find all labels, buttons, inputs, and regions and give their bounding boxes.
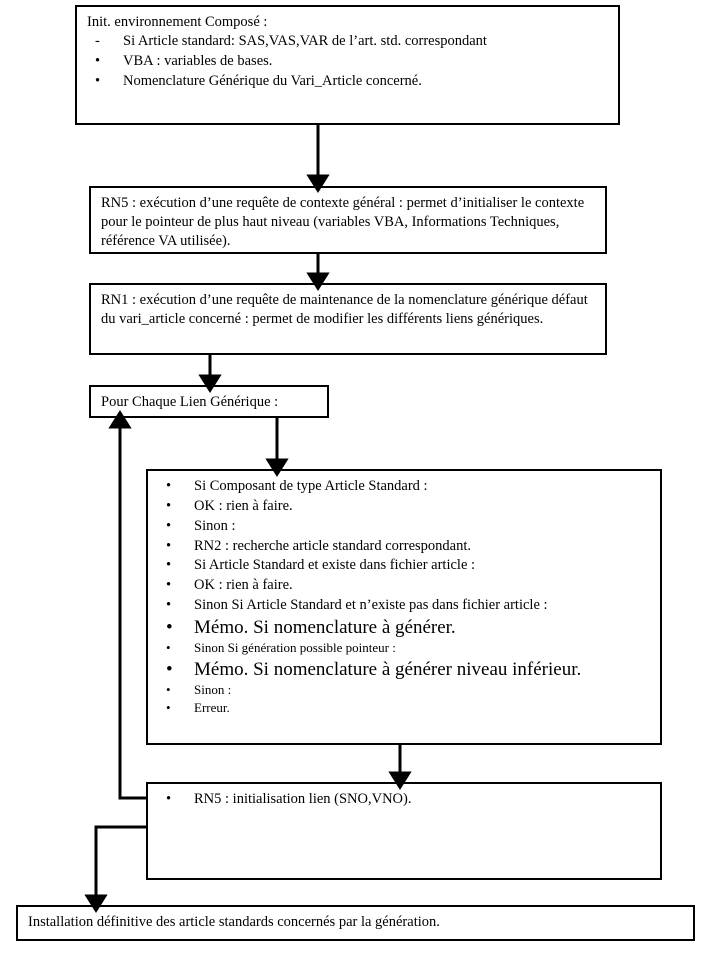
list-item: • Sinon : bbox=[158, 517, 650, 536]
list-item-label: Sinon : bbox=[194, 517, 236, 534]
list-item-label: Erreur. bbox=[194, 700, 230, 716]
node-installation-definitive[interactable]: Installation définitive des article stan… bbox=[16, 905, 695, 941]
bullet-marker-icon: • bbox=[95, 52, 101, 69]
bullet-marker-icon: • bbox=[166, 658, 173, 680]
list-item-label: Sinon Si Article Standard et n’existe pa… bbox=[194, 597, 548, 614]
node-init-environnement[interactable]: Init. environnement Composé : - Si Artic… bbox=[75, 5, 620, 125]
list-item-label: VBA : variables de bases. bbox=[123, 52, 273, 69]
bullet-marker-icon: • bbox=[166, 597, 172, 614]
list-item: • Erreur. bbox=[158, 700, 650, 717]
list-item-label: Sinon : bbox=[194, 682, 232, 698]
list-item-label: OK : rien à faire. bbox=[194, 497, 293, 514]
rn1-maintenance-text: RN1 : exécution d’une requête de mainten… bbox=[101, 292, 588, 328]
list-item-label: OK : rien à faire. bbox=[194, 577, 293, 594]
node-rn5-contexte-general[interactable]: RN5 : exécution d’une requête de context… bbox=[89, 186, 607, 254]
dash-marker-icon: - bbox=[95, 33, 100, 50]
list-item: • Mémo. Si nomenclature à générer. bbox=[158, 616, 650, 639]
list-item-label: RN2 : recherche article standard corresp… bbox=[194, 537, 471, 554]
list-item: • Sinon Si Article Standard et n’existe … bbox=[158, 596, 650, 615]
init-heading: Init. environnement Composé : bbox=[87, 14, 268, 30]
node-rn5-initialisation-lien[interactable]: • RN5 : initialisation lien (SNO,VNO). bbox=[146, 782, 662, 880]
list-item-label: Sinon Si génération possible pointeur : bbox=[194, 640, 396, 656]
foreach-label: Pour Chaque Lien Générique : bbox=[101, 394, 279, 410]
bullet-marker-icon: • bbox=[166, 557, 172, 574]
list-item-label: Si Composant de type Article Standard : bbox=[194, 478, 428, 494]
list-item-label: Mémo. Si nomenclature à générer niveau i… bbox=[194, 658, 582, 680]
rn5-init-item-list: • RN5 : initialisation lien (SNO,VNO). bbox=[158, 790, 650, 809]
node-rn1-maintenance[interactable]: RN1 : exécution d’une requête de mainten… bbox=[89, 283, 607, 355]
list-item: • Sinon Si génération possible pointeur … bbox=[158, 640, 650, 657]
list-item: • VBA : variables de bases. bbox=[87, 52, 608, 71]
list-item-label: Si Article Standard et existe dans fichi… bbox=[194, 557, 476, 574]
bullet-marker-icon: • bbox=[166, 497, 172, 514]
list-item: - Si Article standard: SAS,VAS,VAR de l’… bbox=[87, 32, 608, 51]
bullet-marker-icon: • bbox=[166, 577, 172, 594]
bullet-marker-icon: • bbox=[166, 478, 172, 494]
bullet-marker-icon: • bbox=[95, 72, 101, 89]
list-item-label: Mémo. Si nomenclature à générer. bbox=[194, 616, 456, 638]
bullet-marker-icon: • bbox=[166, 517, 172, 534]
bullet-marker-icon: • bbox=[166, 640, 171, 656]
bullet-marker-icon: • bbox=[166, 537, 172, 554]
node-loop-body[interactable]: • Si Composant de type Article Standard … bbox=[146, 469, 662, 745]
list-item: • Sinon : bbox=[158, 682, 650, 699]
connector-rn5init-to-install bbox=[84, 825, 146, 913]
list-item: • Nomenclature Générique du Vari_Article… bbox=[87, 72, 608, 91]
list-item: • RN5 : initialisation lien (SNO,VNO). bbox=[158, 790, 650, 809]
list-item: • Si Article Standard et existe dans fic… bbox=[158, 556, 650, 575]
list-item-label: Si Article standard: SAS,VAS,VAR de l’ar… bbox=[123, 33, 487, 50]
bullet-marker-icon: • bbox=[166, 791, 172, 807]
rn5-context-text: RN5 : exécution d’une requête de context… bbox=[101, 195, 585, 250]
installation-text: Installation définitive des article stan… bbox=[28, 914, 440, 930]
list-item: • Si Composant de type Article Standard … bbox=[158, 477, 650, 496]
bullet-marker-icon: • bbox=[166, 616, 173, 638]
node-pour-chaque-lien-generique[interactable]: Pour Chaque Lien Générique : bbox=[89, 385, 329, 418]
bullet-marker-icon: • bbox=[166, 700, 171, 716]
list-item: • OK : rien à faire. bbox=[158, 576, 650, 595]
loop-body-item-list: • Si Composant de type Article Standard … bbox=[158, 477, 650, 717]
list-item: • OK : rien à faire. bbox=[158, 497, 650, 516]
list-item-label: Nomenclature Générique du Vari_Article c… bbox=[123, 72, 422, 89]
bullet-marker-icon: • bbox=[166, 682, 171, 698]
connector-rn5init-to-foreach bbox=[108, 410, 146, 800]
list-item: • RN2 : recherche article standard corre… bbox=[158, 537, 650, 556]
init-item-list: - Si Article standard: SAS,VAS,VAR de l’… bbox=[87, 32, 608, 91]
list-item-label: RN5 : initialisation lien (SNO,VNO). bbox=[194, 791, 412, 807]
list-item: • Mémo. Si nomenclature à générer niveau… bbox=[158, 658, 650, 681]
